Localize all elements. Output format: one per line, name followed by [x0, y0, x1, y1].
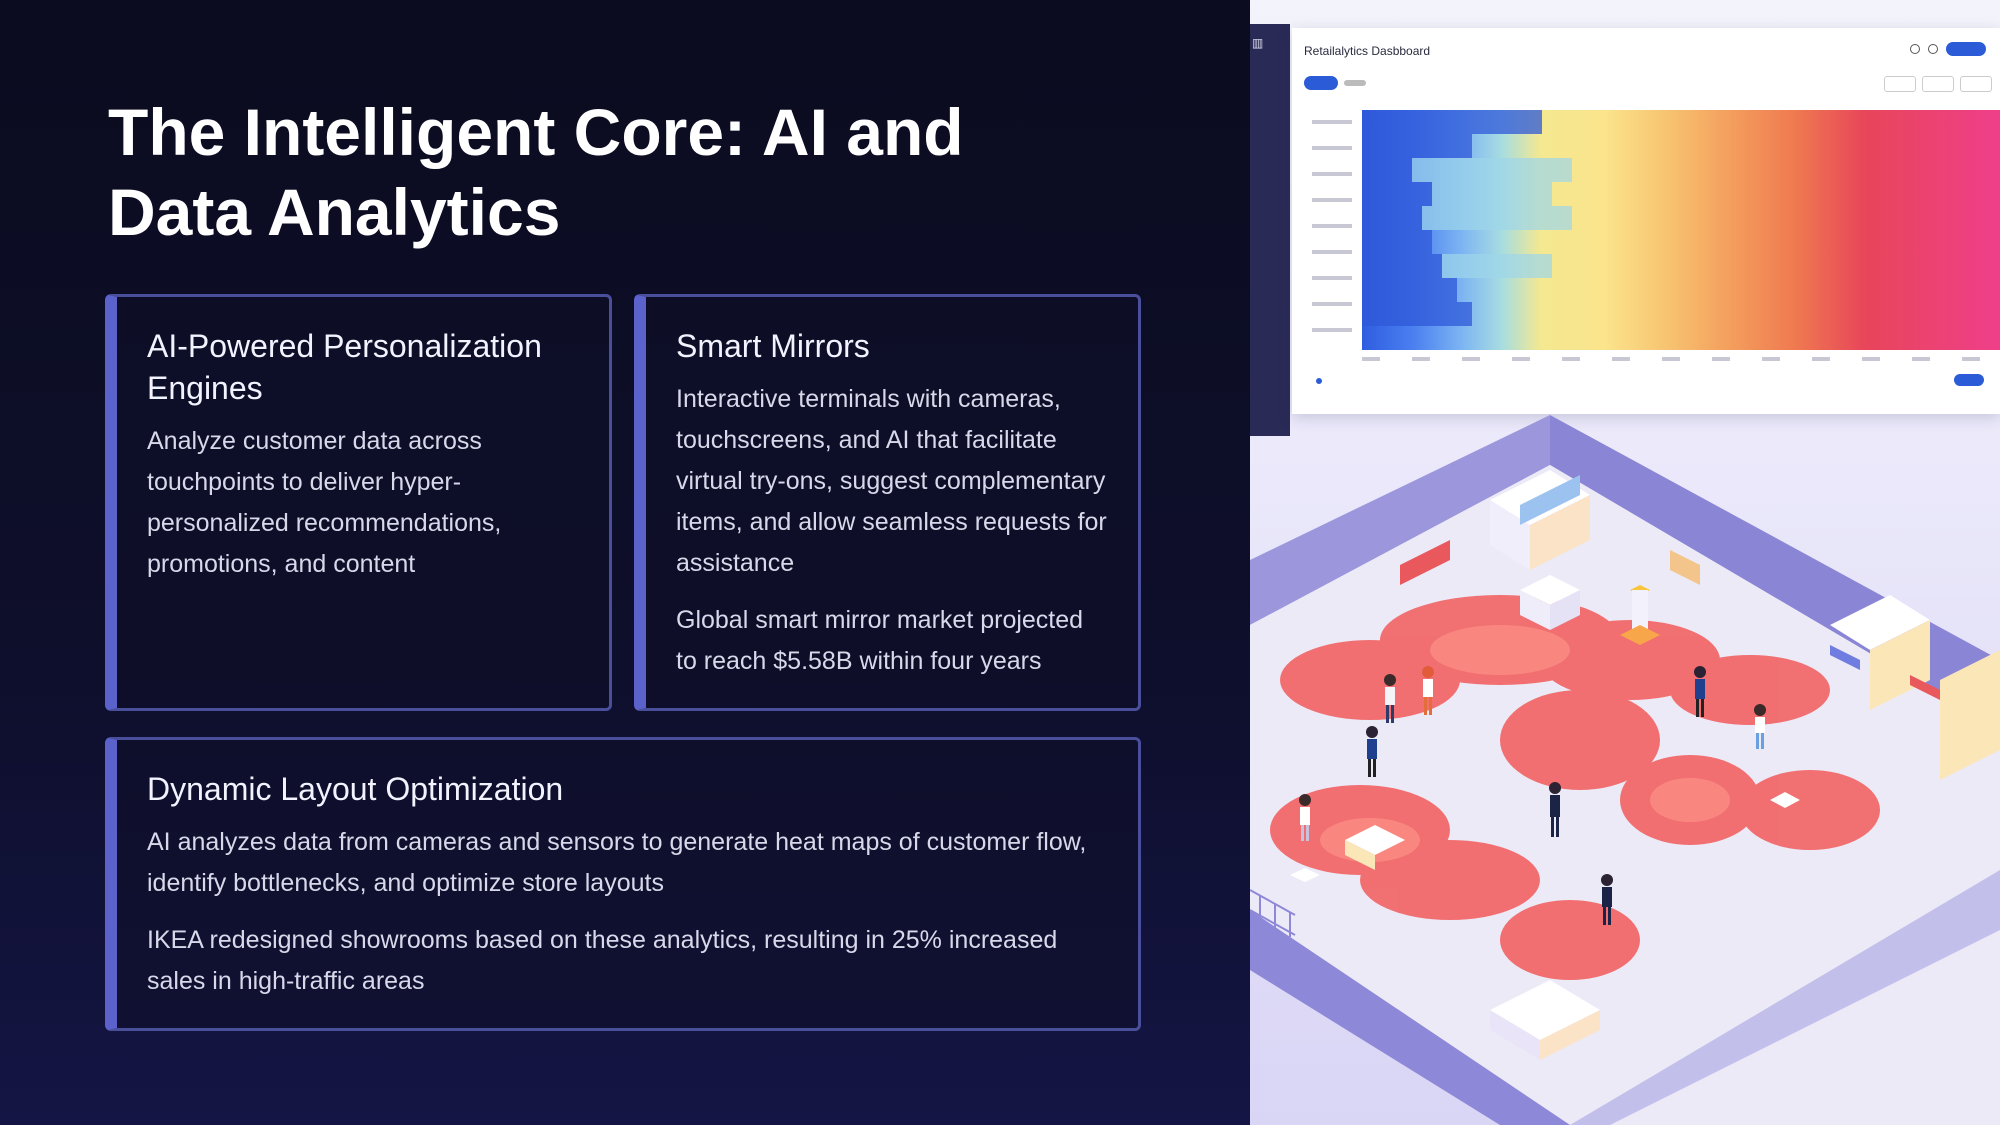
heatmap-band	[1362, 302, 1472, 326]
filter-button-icon	[1922, 76, 1954, 92]
dashboard-sidebar: ▥	[1250, 24, 1290, 436]
y-tick-placeholder	[1312, 146, 1352, 150]
heatmap-band	[1362, 182, 1432, 206]
dashboard-toolbar	[1910, 42, 1986, 56]
legend-dot-icon	[1316, 378, 1322, 384]
card-layout-optimization: Dynamic Layout Optimization AI analyzes …	[105, 737, 1141, 1031]
heatmap-band	[1442, 254, 1552, 278]
illustration-panel: ▥ Retailalytics Dasbboard	[1250, 0, 2000, 1125]
settings-icon	[1928, 44, 1938, 54]
y-tick-placeholder	[1312, 328, 1352, 332]
card-heading: Smart Mirrors	[676, 328, 870, 364]
card-heading: AI-Powered Personalization Engines	[147, 328, 542, 406]
tab-inactive-icon	[1344, 80, 1366, 86]
card-body: AI analyzes data from cameras and sensor…	[147, 828, 1087, 897]
dashboard-title: Retailalytics Dasbboard	[1304, 44, 1431, 58]
card-body: Interactive terminals with cameras, touc…	[676, 385, 1107, 577]
heatmap-band	[1362, 230, 1432, 254]
dashboard-filter-buttons	[1884, 76, 1992, 92]
filter-button-icon	[1884, 76, 1916, 92]
primary-pill-icon	[1946, 42, 1986, 56]
heatmap-band	[1432, 182, 1552, 206]
card-body: Analyze customer data across touchpoints…	[147, 427, 502, 578]
dashboard-tabs	[1304, 76, 1366, 90]
store-floor-illustration	[1250, 415, 2000, 1125]
heatmap-band	[1362, 134, 1472, 158]
heatmap-band	[1422, 206, 1572, 230]
heatmap-band	[1362, 254, 1442, 278]
heatmap-band	[1362, 158, 1412, 182]
card-personalization-engines: AI-Powered Personalization Engines Analy…	[105, 294, 612, 711]
slide-title: The Intelligent Core: AI and Data Analyt…	[108, 95, 964, 249]
heatmap-x-axis	[1362, 357, 1980, 361]
y-tick-placeholder	[1312, 276, 1352, 280]
y-tick-placeholder	[1312, 198, 1352, 202]
card-heading: Dynamic Layout Optimization	[147, 771, 564, 807]
y-tick-placeholder	[1312, 120, 1352, 124]
heatmap-band	[1362, 206, 1422, 230]
card-smart-mirrors: Smart Mirrors Interactive terminals with…	[634, 294, 1141, 711]
card-stat: IKEA redesigned showrooms based on these…	[147, 926, 1058, 995]
tab-active-icon	[1304, 76, 1338, 90]
heatmap-graphic	[1362, 110, 2000, 350]
refresh-icon	[1910, 44, 1920, 54]
y-tick-placeholder	[1312, 172, 1352, 176]
text-panel: The Intelligent Core: AI and Data Analyt…	[105, 95, 1141, 1031]
y-tick-placeholder	[1312, 224, 1352, 228]
filter-button-icon	[1960, 76, 1992, 92]
y-tick-placeholder	[1312, 250, 1352, 254]
heatmap-band	[1412, 158, 1572, 182]
card-stat: Global smart mirror market projected to …	[676, 606, 1084, 675]
app-logo-icon: ▥	[1252, 36, 1264, 50]
heatmap-band	[1362, 278, 1457, 302]
y-tick-placeholder	[1312, 302, 1352, 306]
footer-button-icon	[1954, 374, 1984, 386]
heatmap-band	[1362, 110, 1542, 134]
analytics-dashboard-image: Retailalytics Dasbboard	[1292, 28, 2000, 414]
